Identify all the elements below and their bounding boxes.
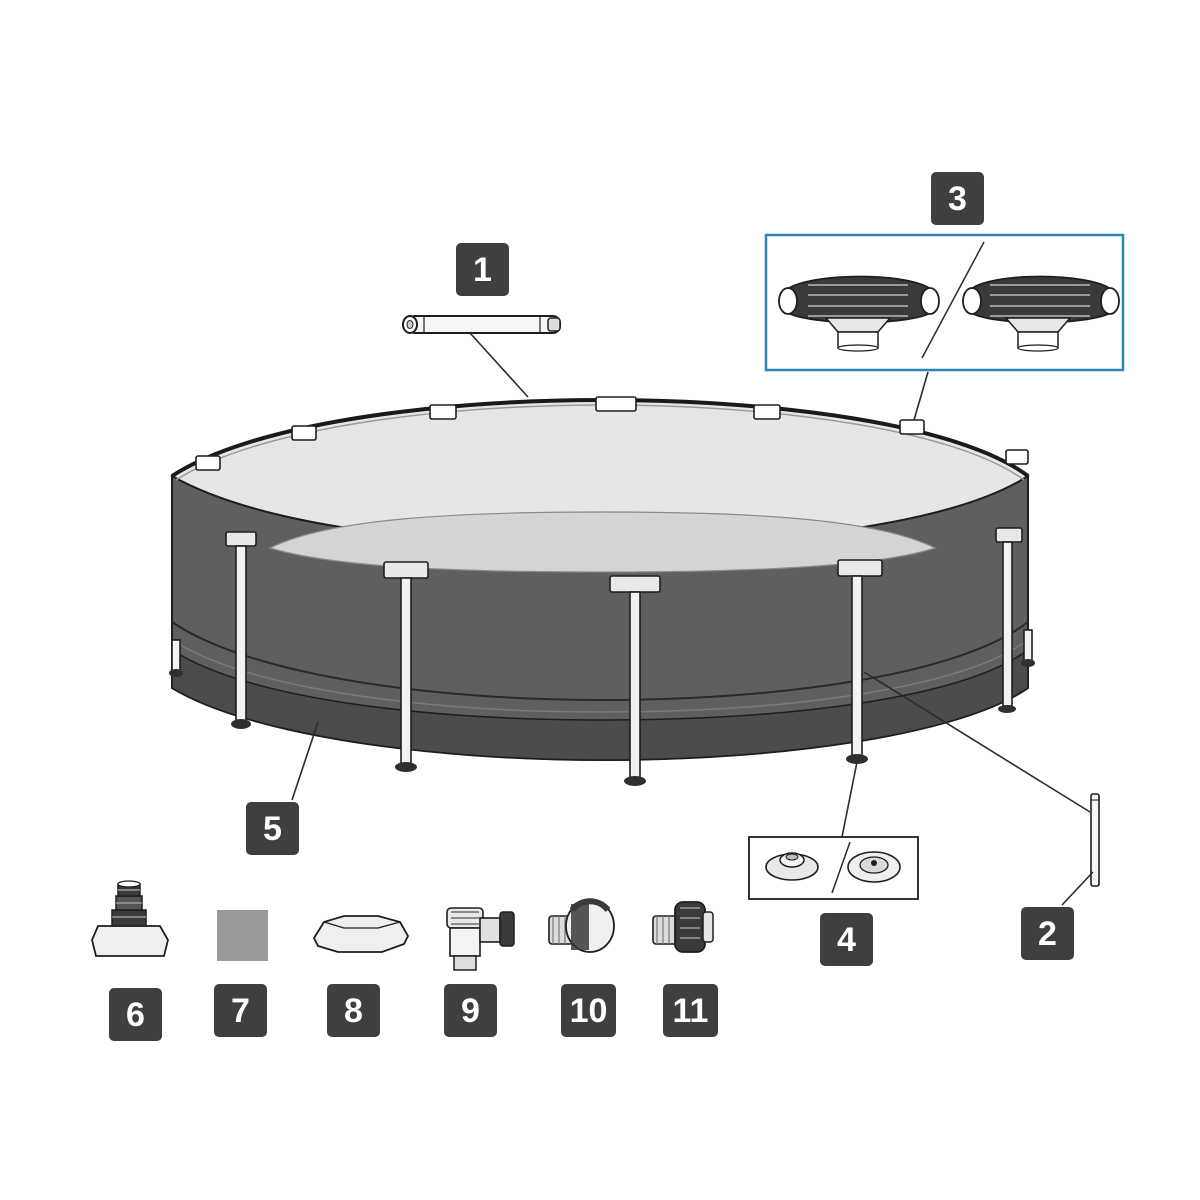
badge-8: 8 [327,984,380,1037]
badge-6: 6 [109,988,162,1041]
badge-11: 11 [663,984,718,1037]
badge-3-text: 3 [948,180,967,218]
badge-7: 7 [214,984,267,1037]
t-connector-a [778,275,940,352]
part-8-drain-cap [312,915,410,953]
leg-feet [169,659,1035,786]
pool-bottom-ring [171,648,1029,761]
badge-9-text: 9 [461,992,480,1030]
pool-body [169,396,1035,786]
part-2-vertical-leg [1090,793,1100,887]
badge-4-text: 4 [837,921,856,959]
leader-part-2 [863,671,1091,813]
leader-part-2-lower [1061,871,1094,906]
part-7-liner-swatch [217,910,268,961]
vertical-legs [171,541,1033,779]
badge-6-text: 6 [126,996,145,1034]
badge-3: 3 [931,172,984,225]
badge-11-text: 11 [673,992,709,1030]
badge-2-text: 2 [1038,915,1057,953]
badge-8-text: 8 [344,992,363,1030]
leader-part-3 [913,371,929,421]
part-1-horizontal-beam [402,315,561,334]
badge-4: 4 [820,913,873,966]
part-9-plunger-valve [446,907,515,971]
leader-part-4 [841,761,858,838]
part-6-hose-adapter [91,880,169,957]
part-11-strainer-connector [652,901,714,953]
pool-floor [268,511,937,573]
part-10-strainer-connector [548,898,615,953]
badge-10-text: 10 [570,992,608,1030]
badge-10: 10 [561,984,616,1037]
rim-connectors-back [195,396,1029,471]
part-4-callout-box [748,836,919,900]
leader-part-1 [469,332,529,398]
badge-9: 9 [444,984,497,1037]
badge-2: 2 [1021,907,1074,960]
rim-connectors-front [225,527,1023,593]
badge-5: 5 [246,802,299,855]
badge-5-text: 5 [263,810,282,848]
leader-part-5 [291,721,319,801]
part-3-callout-box [764,233,1125,372]
t-connector-b [962,275,1120,352]
badge-7-text: 7 [231,992,250,1030]
badge-1: 1 [456,243,509,296]
badge-1-text: 1 [473,251,492,289]
